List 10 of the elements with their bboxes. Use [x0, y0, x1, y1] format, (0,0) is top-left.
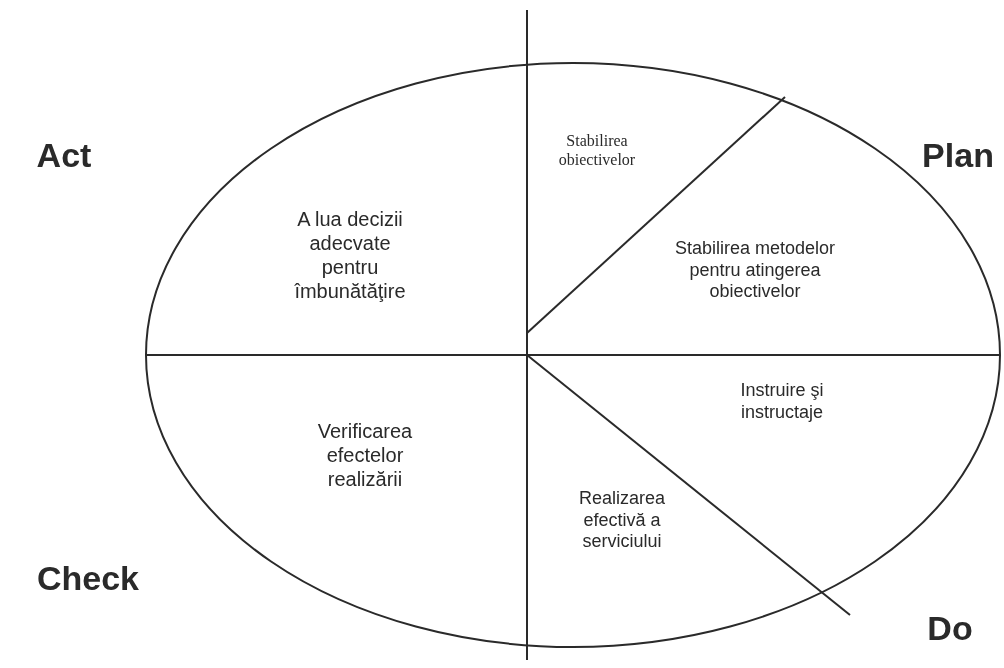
sector-text: Stabilirea metodelor pentru atingerea obiectivelor	[673, 237, 837, 303]
phase-label: Act	[35, 134, 93, 176]
phase-label: Do	[926, 607, 974, 649]
sector-text: Instruire şi instructaje	[739, 380, 825, 424]
sector-text: Verificarea efectelor realizării	[316, 419, 414, 491]
phase-label: Plan	[921, 134, 995, 176]
sector-text: A lua decizii adecvate pentru îmbunătăţire	[293, 207, 407, 303]
sector-text: Realizarea efectivă a serviciului	[577, 487, 666, 553]
sector-text: Stabilirea obiectivelor	[557, 130, 637, 170]
phase-label: Check	[35, 557, 141, 599]
